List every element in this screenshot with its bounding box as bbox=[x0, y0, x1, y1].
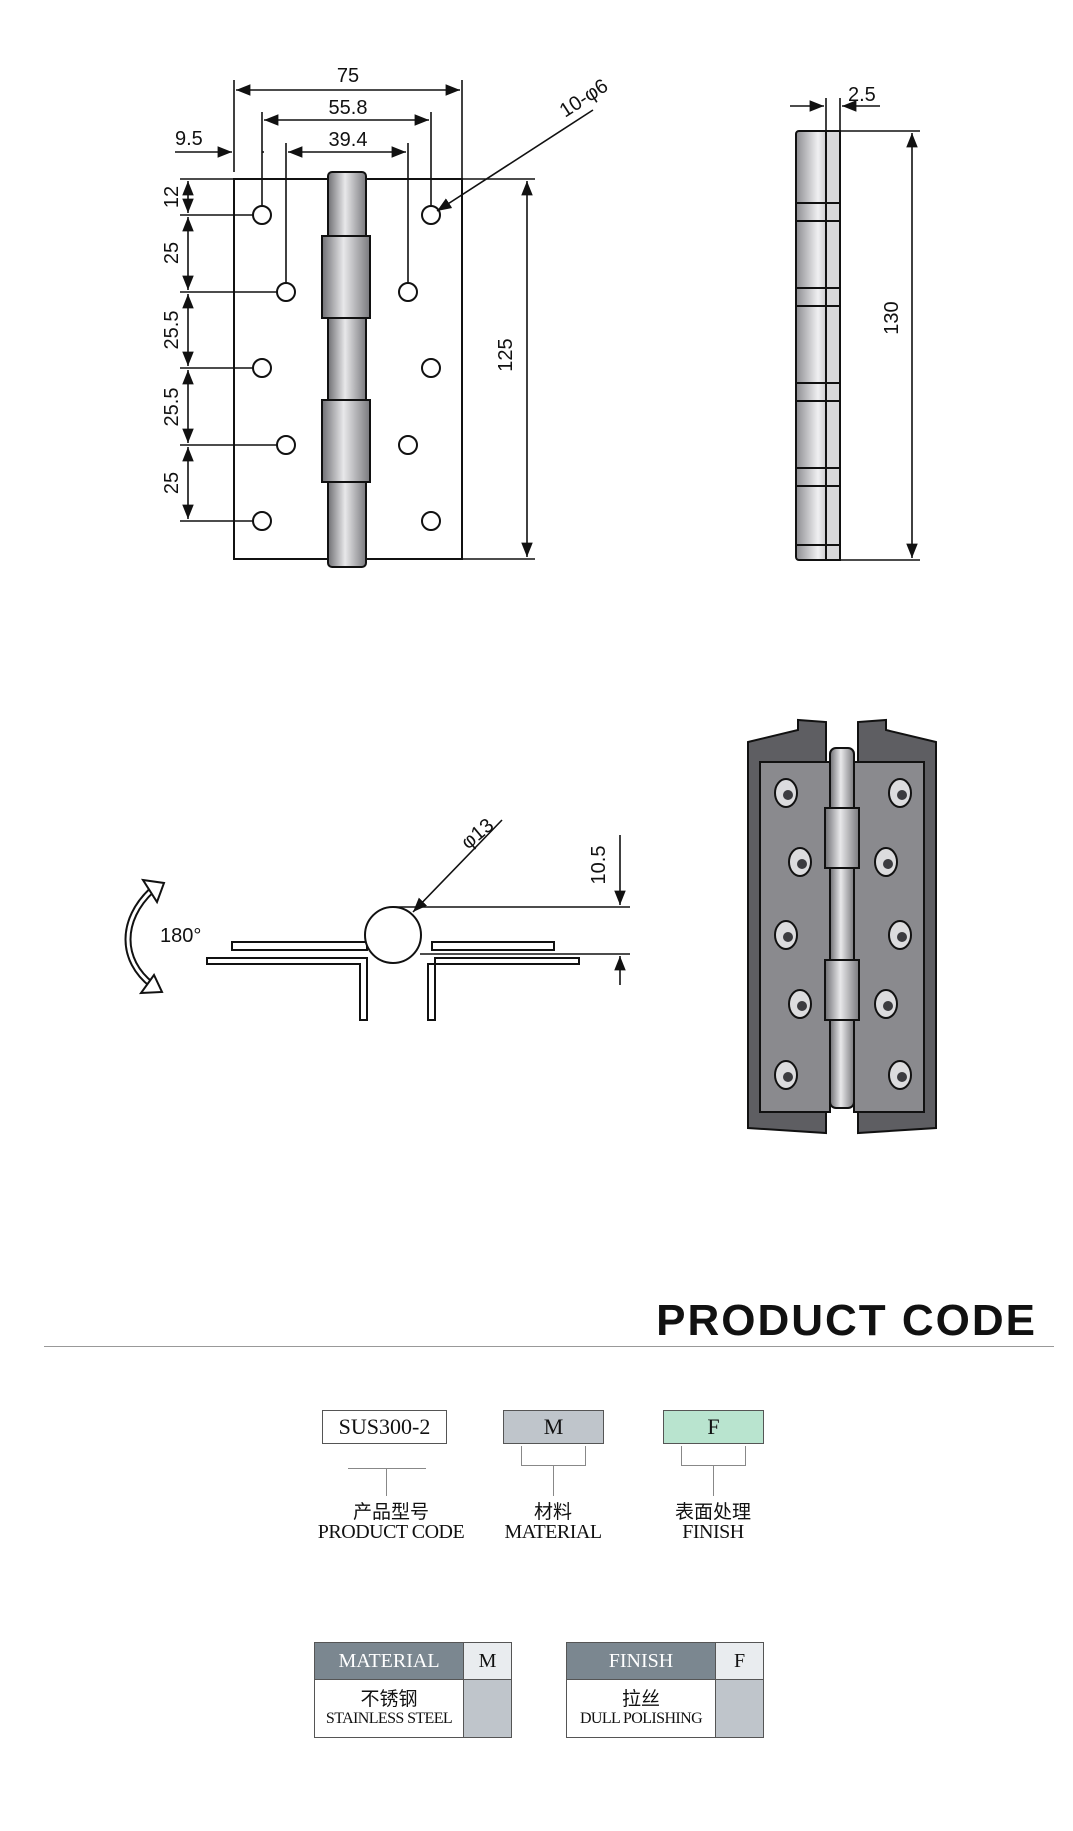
dim-width-39-4: 39.4 bbox=[329, 129, 368, 151]
hole bbox=[421, 205, 441, 225]
hinge-3d-view bbox=[747, 718, 937, 1135]
dim-v-25-5b: 25.5 bbox=[161, 388, 183, 427]
hole bbox=[252, 358, 272, 378]
dim-offset-9-5: 9.5 bbox=[175, 128, 203, 150]
finish-table-code: F bbox=[715, 1642, 764, 1680]
finish-table-swatch bbox=[715, 1679, 764, 1738]
code-label-product: 产品型号 PRODUCT CODE bbox=[306, 1502, 476, 1542]
code-label-product-en: PRODUCT CODE bbox=[317, 1521, 465, 1543]
front-view bbox=[175, 80, 594, 568]
code-label-finish-en: FINISH bbox=[682, 1521, 744, 1543]
side-view bbox=[790, 98, 920, 561]
code-label-material-en: MATERIAL bbox=[504, 1521, 602, 1543]
code-label-material-cn: 材料 bbox=[533, 1501, 572, 1523]
code-box-product: SUS300-2 bbox=[322, 1410, 447, 1444]
code-label-product-cn: 产品型号 bbox=[352, 1501, 429, 1523]
code-label-material: 材料 MATERIAL bbox=[493, 1502, 613, 1542]
hole bbox=[398, 435, 418, 455]
section-view bbox=[124, 819, 630, 1021]
dim-height-125: 125 bbox=[495, 338, 517, 371]
finish-table-value: 拉丝 DULL POLISHING bbox=[566, 1679, 716, 1738]
knuckle-section bbox=[364, 906, 422, 964]
horizontal-dimensions bbox=[175, 80, 463, 283]
code-box-material: M bbox=[503, 1410, 604, 1444]
hole-leader bbox=[436, 109, 594, 212]
dim-thickness-2-5: 2.5 bbox=[848, 84, 876, 106]
code-label-finish: 表面处理 FINISH bbox=[653, 1502, 773, 1542]
hole bbox=[421, 358, 441, 378]
finish-table: FINISH F 拉丝 DULL POLISHING bbox=[566, 1642, 764, 1738]
technical-drawing: 75 55.8 39.4 9.5 10-φ6 12 25 25.5 25.5 2… bbox=[124, 65, 937, 1135]
knuckle-segments bbox=[321, 235, 371, 483]
material-table-code: M bbox=[463, 1642, 512, 1680]
hole bbox=[398, 282, 418, 302]
hole bbox=[252, 511, 272, 531]
dim-width-75: 75 bbox=[337, 65, 359, 87]
hole bbox=[421, 511, 441, 531]
hole bbox=[276, 435, 296, 455]
vertical-dimensions bbox=[180, 178, 535, 560]
material-table-swatch bbox=[463, 1679, 512, 1738]
side-view-labels: 2.5 130 bbox=[848, 84, 903, 335]
dim-offset-10-5: 10.5 bbox=[588, 846, 610, 885]
dim-width-55-8: 55.8 bbox=[329, 97, 368, 119]
hole bbox=[252, 205, 272, 225]
code-connector-product bbox=[348, 1468, 426, 1469]
dim-height-130: 130 bbox=[881, 301, 903, 334]
finish-value-en: DULL POLISHING bbox=[579, 1709, 703, 1727]
code-bracket-material bbox=[521, 1446, 586, 1466]
product-code-title: PRODUCT CODE bbox=[656, 1296, 1037, 1345]
material-table-value: 不锈钢 STAINLESS STEEL bbox=[314, 1679, 464, 1738]
code-bracket-finish bbox=[681, 1446, 746, 1466]
dim-v-25b: 25 bbox=[161, 472, 183, 494]
material-table: MATERIAL M 不锈钢 STAINLESS STEEL bbox=[314, 1642, 512, 1738]
dim-knuckle-13: φ13 bbox=[457, 814, 498, 853]
code-bracket-finish-stem bbox=[713, 1466, 714, 1496]
material-value-cn: 不锈钢 bbox=[360, 1687, 418, 1710]
section-divider bbox=[44, 1346, 1054, 1347]
code-bracket-material-stem bbox=[553, 1466, 554, 1496]
material-table-header: MATERIAL bbox=[314, 1642, 464, 1680]
code-label-finish-cn: 表面处理 bbox=[674, 1501, 751, 1523]
finish-value-cn: 拉丝 bbox=[621, 1687, 660, 1710]
code-connector-product-stem bbox=[386, 1468, 387, 1496]
finish-table-header: FINISH bbox=[566, 1642, 716, 1680]
knuckle-barrel bbox=[327, 171, 367, 568]
hole bbox=[276, 282, 296, 302]
dim-v-12: 12 bbox=[161, 186, 183, 208]
code-box-finish: F bbox=[663, 1410, 764, 1444]
material-value-en: STAINLESS STEEL bbox=[325, 1709, 453, 1727]
dim-v-25a: 25 bbox=[161, 242, 183, 264]
dim-v-25-5a: 25.5 bbox=[161, 311, 183, 350]
dim-rotation-180: 180° bbox=[160, 925, 201, 947]
